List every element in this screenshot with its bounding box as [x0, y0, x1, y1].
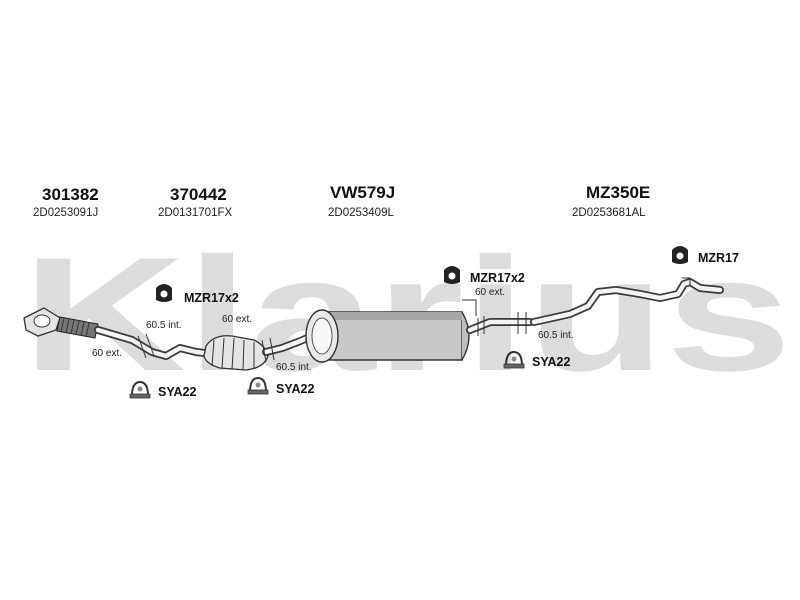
joint-label-2: 60 ext.: [92, 348, 122, 359]
catalytic-converter: [203, 335, 269, 371]
front-flange: [23, 307, 61, 337]
part-number-3: VW579J: [330, 183, 395, 202]
fitting-label-5: SYA22: [276, 382, 315, 396]
rubber-mount-icon: [444, 266, 460, 284]
fitting-label-2: MZR17x2: [470, 271, 525, 285]
fitting-label-4: SYA22: [158, 385, 197, 399]
clamp-icon: [503, 350, 525, 369]
part-number-1: 301382: [42, 185, 99, 204]
part-number-2: 370442: [170, 185, 227, 204]
rubber-mount-icon: [156, 284, 172, 302]
joint-label-4: 60.5 int.: [276, 362, 312, 373]
part-ref-4: 2D0253681AL: [572, 207, 646, 219]
part-number-4: MZ350E: [586, 183, 650, 202]
fitting-label-6: SYA22: [532, 355, 571, 369]
joint-label-3: 60 ext.: [222, 314, 252, 325]
flex-pipe-section: [56, 316, 99, 339]
clamp-icon: [247, 376, 269, 395]
part-ref-2: 2D0131701FX: [158, 207, 232, 219]
joint-label-1: 60.5 int.: [146, 320, 182, 331]
fitting-label-1: MZR17x2: [184, 291, 239, 305]
middle-silencer: [305, 309, 470, 363]
fitting-label-3: MZR17: [698, 251, 739, 265]
part-ref-1: 2D0253091J: [33, 207, 98, 219]
joint-label-6: 60.5 int.: [538, 330, 574, 341]
clamp-icon: [129, 380, 151, 399]
part-ref-3: 2D0253409L: [328, 207, 394, 219]
joint-clamp-3: [517, 312, 527, 334]
rubber-mount-icon: [672, 246, 688, 264]
joint-clamp-2: [261, 337, 275, 363]
joint-clamp-1: [137, 333, 155, 359]
joint-label-5: 60 ext.: [475, 287, 505, 298]
